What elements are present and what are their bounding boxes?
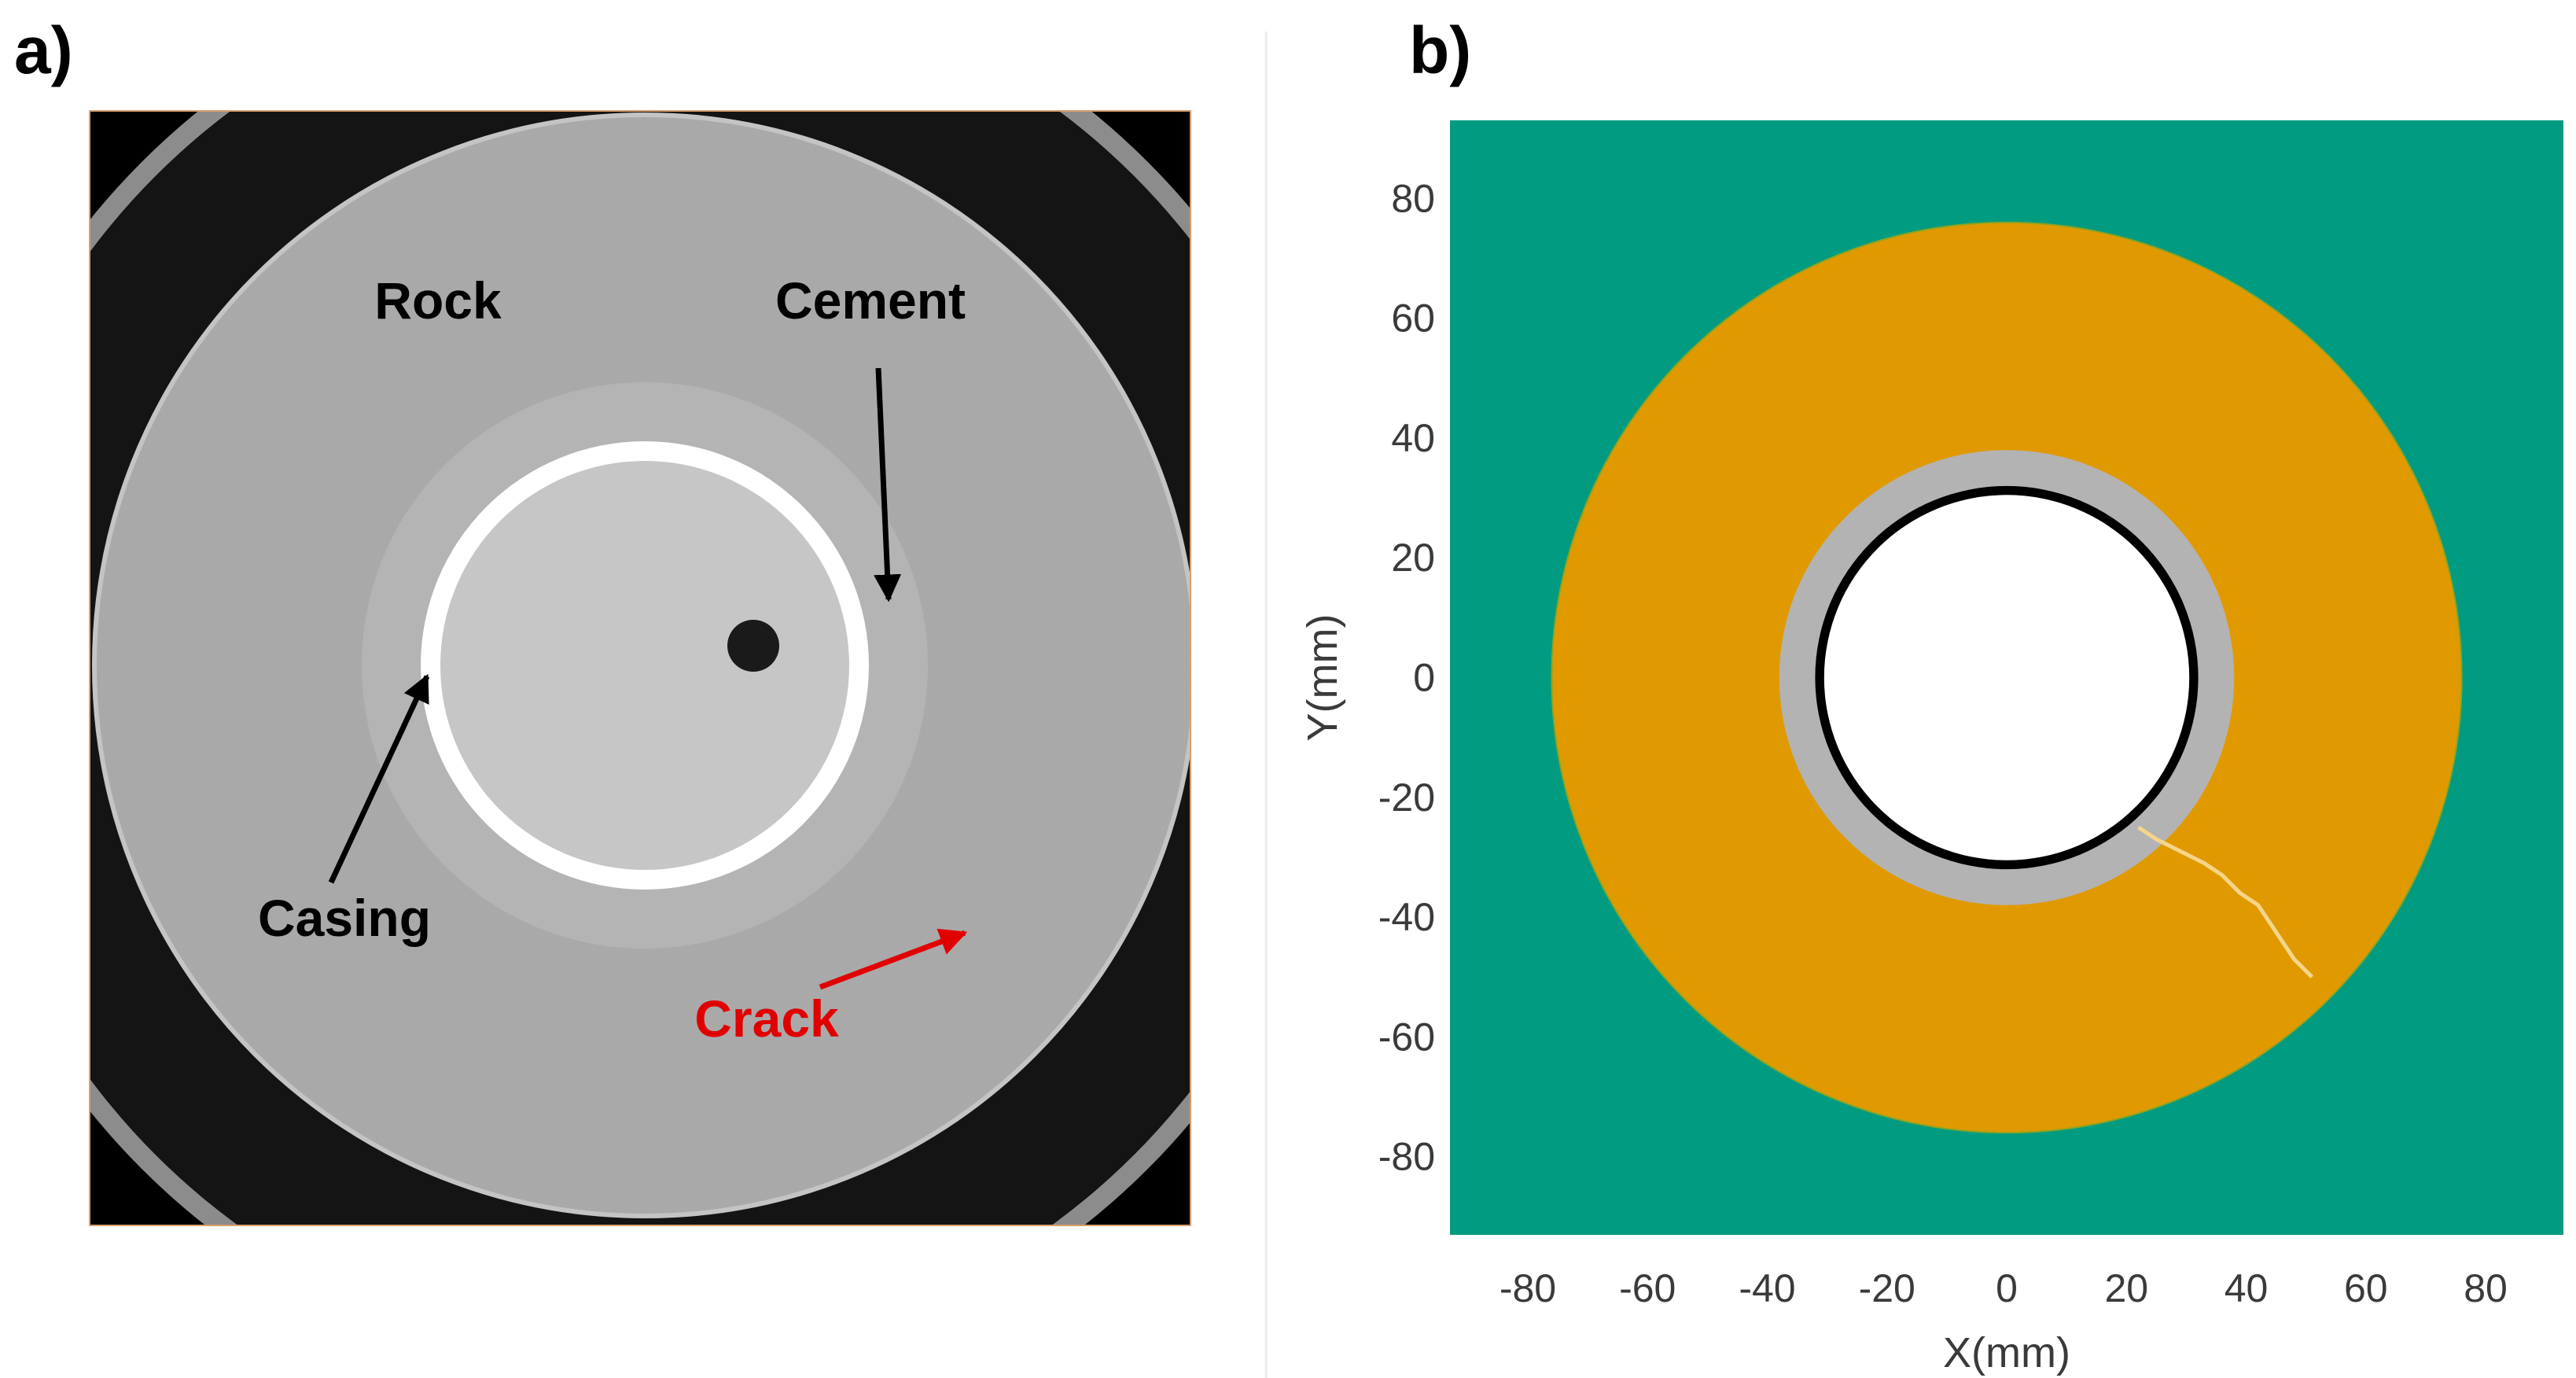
x-tick-label: -80 <box>1500 1266 1556 1310</box>
x-tick-label: 0 <box>1996 1266 2018 1310</box>
casing-arrow <box>328 673 430 884</box>
y-tick-label: -20 <box>1378 776 1435 820</box>
x-tick-label: 60 <box>2344 1266 2388 1310</box>
crack-arrow <box>819 928 968 990</box>
ct-hole <box>727 620 779 672</box>
ct-core <box>440 461 849 870</box>
y-tick-label: 20 <box>1391 536 1435 580</box>
casing-annotation: Casing <box>258 889 431 947</box>
cement-annotation: Cement <box>775 271 966 330</box>
x-tick-label: 20 <box>2104 1266 2148 1310</box>
model-crack <box>2137 825 2314 978</box>
y-tick-label: 40 <box>1391 416 1435 460</box>
x-axis-title: X(mm) <box>1943 1329 2070 1376</box>
x-tick-label: -20 <box>1859 1266 1915 1310</box>
panel-label-b: b) <box>1409 13 1472 87</box>
y-tick-label: 80 <box>1391 176 1435 220</box>
y-axis-title: Y(mm) <box>1299 614 1346 742</box>
x-tick-label: -60 <box>1619 1266 1676 1310</box>
model-plot: -80 -60 -40 -20 0 20 40 60 80 80 60 40 20 0 -20 -40 -60 -… <box>1299 120 2563 1376</box>
x-tick-label: 40 <box>2225 1266 2269 1310</box>
y-tick-label: 60 <box>1391 297 1435 341</box>
rock-annotation: Rock <box>374 271 502 330</box>
y-tick-label: -40 <box>1378 895 1435 939</box>
ct-frame <box>89 110 1191 1226</box>
y-tick-label: -60 <box>1378 1015 1435 1059</box>
y-tick-label: -80 <box>1378 1135 1435 1179</box>
x-tick-label: -40 <box>1739 1266 1795 1310</box>
bore <box>1823 495 2190 860</box>
y-tick-label: 0 <box>1413 656 1435 700</box>
panel-label-a: a) <box>14 13 73 87</box>
cement-arrow <box>874 367 902 602</box>
ct-rock-edge <box>92 112 1190 1218</box>
crack-annotation: Crack <box>694 989 839 1048</box>
x-tick-label: 80 <box>2464 1266 2508 1310</box>
ct-scan-image <box>90 111 1190 1225</box>
